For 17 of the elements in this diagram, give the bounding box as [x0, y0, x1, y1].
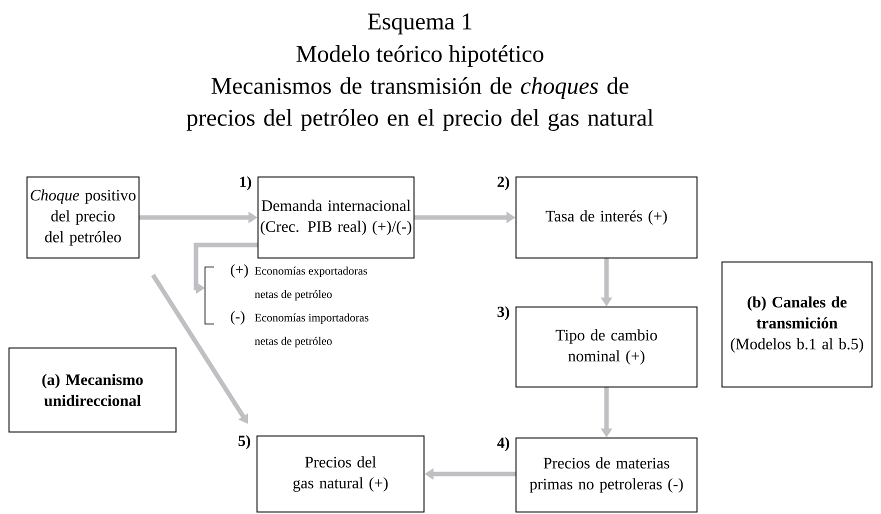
group-box: (a) Mecanismo unidireccional: [8, 348, 176, 432]
group-box: (b) Canales de transmición (Modelos b.1 al b.5): [722, 262, 872, 388]
step-number: 2): [498, 176, 510, 190]
process-box: Demanda internacional (Crec. PIB real) (+)/(-): [258, 176, 414, 258]
process-box: Precios del gas natural (+): [256, 436, 424, 512]
title: Esquema 1: [368, 14, 472, 34]
process-box: Tasa de interés (+): [516, 176, 698, 258]
process-box: Tipo de cambio nominal (+): [516, 306, 698, 388]
step-number: 1): [240, 176, 252, 190]
process-box: Precios de materias primas no petroleras (-): [516, 438, 698, 512]
step-number: 3): [498, 306, 510, 320]
process-box: Choque positivo del precio del petróleo: [26, 176, 140, 258]
subtitle: Modelo teórico hipotético: [296, 45, 544, 67]
subtitle: Mecanismos de transmisión de choques de precios del petróleo en el precio del gas natural: [186, 77, 654, 131]
step-number: 5): [238, 435, 250, 450]
step-number: 4): [497, 437, 510, 452]
bracket-list: (+) Economías exportadoras netas de petróleo (-) Economías importadoras netas de petróleo: [204, 264, 368, 348]
